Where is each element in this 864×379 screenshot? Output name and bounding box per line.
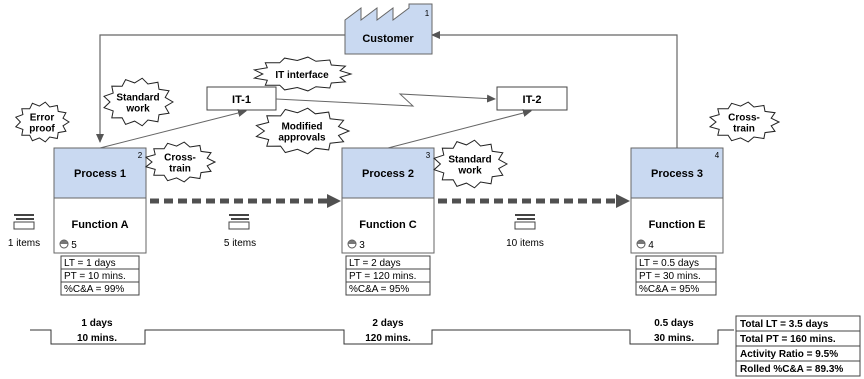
kaizen-burst: IT interface (252, 56, 353, 92)
inventory-label: 5 items (224, 238, 256, 249)
svg-text:LT = 1 days: LT = 1 days (64, 258, 116, 269)
svg-text:PT = 10 mins.: PT = 10 mins. (64, 271, 126, 282)
process-function: Function C (359, 219, 416, 231)
kaizen-label: Cross- (164, 153, 196, 164)
process-function: Function E (649, 219, 706, 231)
kaizen-label: Cross- (728, 113, 760, 124)
svg-text:IT-1: IT-1 (232, 94, 251, 106)
inventory-label: 10 items (506, 238, 544, 249)
customer-number: 1 (425, 9, 430, 18)
summary-box: Total LT = 3.5 days Total PT = 160 mins.… (735, 315, 861, 377)
svg-text:Total LT = 3.5 days: Total LT = 3.5 days (740, 319, 829, 330)
operator-count: 5 (71, 240, 77, 251)
inventory-icon (228, 214, 250, 230)
process-number: 3 (426, 151, 431, 160)
kaizen-label: Modified (281, 122, 322, 133)
customer-factory: Customer 1 (344, 3, 433, 55)
svg-text:Rolled %C&A = 89.3%: Rolled %C&A = 89.3% (740, 364, 843, 375)
operator-count: 3 (359, 240, 365, 251)
timeline-lt: 0.5 days (654, 318, 694, 329)
process-title: Process 2 (362, 168, 414, 180)
timeline-lt: 1 days (81, 318, 113, 329)
it-system-2: IT-2 (496, 86, 568, 111)
kaizen-label: work (125, 104, 150, 115)
svg-text:Activity Ratio = 9.5%: Activity Ratio = 9.5% (740, 349, 838, 360)
svg-text:PT = 120 mins.: PT = 120 mins. (349, 271, 416, 282)
timeline-pt: 10 mins. (77, 333, 117, 344)
process-it-lines (99, 109, 532, 149)
svg-text:LT = 0.5 days: LT = 0.5 days (639, 258, 699, 269)
process-box-1: Process 1 2 Function A 5 (53, 147, 147, 254)
kaizen-burst: Cross-train (144, 141, 217, 183)
svg-text:Total PT = 160 mins.: Total PT = 160 mins. (740, 334, 836, 345)
customer-flow-lines (96, 31, 678, 148)
it-system-1: IT-1 (206, 86, 277, 111)
svg-text:LT = 2 days: LT = 2 days (349, 258, 401, 269)
kaizen-label: IT interface (275, 70, 329, 81)
svg-text:%C&A = 95%: %C&A = 95% (349, 284, 409, 295)
kaizen-label: approvals (278, 133, 326, 144)
timeline-pt: 120 mins. (365, 333, 411, 344)
inventory-icon (514, 214, 536, 230)
timeline-line (30, 329, 734, 345)
data-box-2: LT = 2 days PT = 120 mins. %C&A = 95% (345, 255, 431, 296)
push-arrows (150, 194, 630, 208)
operator-icon (636, 239, 646, 249)
operator-icon (59, 239, 69, 249)
process-function: Function A (71, 219, 128, 231)
timeline-pt: 30 mins. (654, 333, 694, 344)
kaizen-label: proof (29, 124, 55, 135)
kaizen-label: train (169, 164, 191, 175)
svg-text:%C&A = 95%: %C&A = 95% (639, 284, 699, 295)
operator-icon (347, 239, 357, 249)
kaizen-label: Error (30, 113, 55, 124)
electronic-flow-arrow (275, 93, 496, 107)
kaizen-label: work (457, 166, 482, 177)
kaizen-label: train (733, 124, 755, 135)
kaizen-label: Standard (448, 155, 491, 166)
process-box-2: Process 2 3 Function C 3 (341, 147, 435, 254)
process-number: 4 (715, 151, 720, 160)
inventory-icon (13, 214, 35, 230)
svg-text:%C&A = 99%: %C&A = 99% (64, 284, 124, 295)
process-number: 2 (138, 151, 143, 160)
operator-count: 4 (648, 240, 654, 251)
inventory-label: 1 items (8, 238, 40, 249)
data-box-1: LT = 1 days PT = 10 mins. %C&A = 99% (60, 255, 140, 296)
svg-text:PT = 30 mins.: PT = 30 mins. (639, 271, 701, 282)
customer-label: Customer (362, 33, 414, 45)
kaizen-burst: Cross-train (708, 101, 781, 143)
timeline-lt: 2 days (372, 318, 404, 329)
svg-text:IT-2: IT-2 (523, 94, 542, 106)
process-box-3: Process 3 4 Function E 4 (630, 147, 724, 254)
kaizen-label: Standard (116, 93, 159, 104)
process-title: Process 1 (74, 168, 126, 180)
data-box-3: LT = 0.5 days PT = 30 mins. %C&A = 95% (635, 255, 717, 296)
process-title: Process 3 (651, 168, 703, 180)
